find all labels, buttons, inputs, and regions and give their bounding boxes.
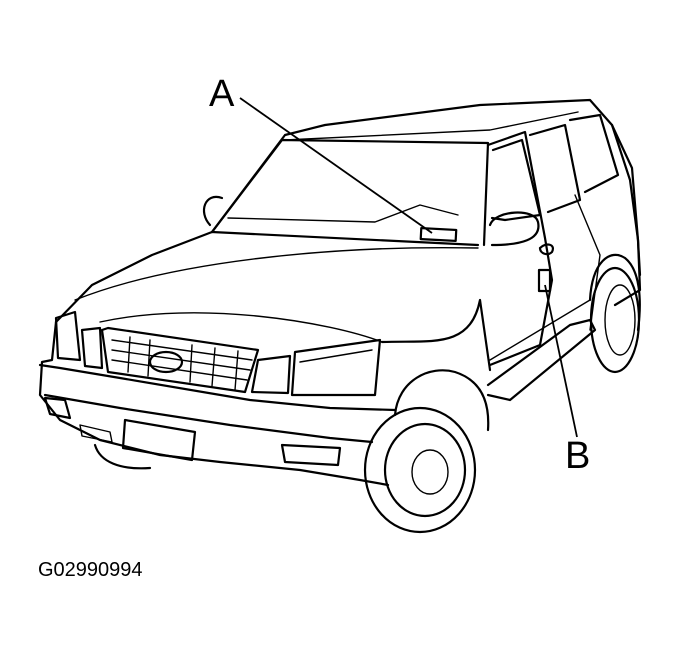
grille-bars (111, 336, 253, 391)
side-molding (489, 299, 591, 361)
left-mirror (202, 195, 224, 227)
wiper-cowl (227, 204, 459, 223)
rear-door-window (528, 123, 582, 214)
right-headlight-detail (299, 349, 373, 363)
right-mirror (488, 211, 540, 247)
callout-a: A (209, 73, 235, 115)
lower-bumper (43, 393, 374, 444)
rear-body (610, 123, 642, 307)
wheel-arch (393, 369, 490, 432)
callout-b: B (565, 435, 591, 477)
rear-wheel-arch (588, 253, 641, 332)
rear-quarter-window (568, 113, 620, 194)
left-fog-light (43, 396, 72, 420)
hood-crease (74, 246, 479, 301)
roof-outline (210, 98, 642, 277)
bumper (38, 363, 397, 412)
rear-door-line (574, 194, 601, 331)
hood-edge (54, 230, 214, 324)
door-handle (538, 243, 554, 256)
left-front-wheel (93, 443, 152, 470)
leader-line-a (239, 97, 433, 234)
grille (100, 326, 260, 394)
front-right-tire (363, 406, 477, 534)
hood-rear-edge (210, 230, 480, 247)
right-fog-light (280, 443, 342, 467)
front-door (486, 130, 554, 367)
label-b-location (537, 268, 552, 293)
front-right-rim (383, 422, 467, 518)
emblem (148, 350, 184, 374)
hood-front-line (99, 312, 383, 343)
air-dam (79, 424, 113, 443)
windshield (210, 138, 490, 247)
left-inner-light (80, 326, 104, 370)
left-headlight (54, 310, 82, 362)
right-headlight (290, 338, 382, 397)
rear-right-tire (589, 266, 641, 374)
front-door-window (490, 138, 542, 222)
license-plate-area (121, 418, 197, 462)
figure-id: G02990994 (38, 559, 143, 581)
roof-rail (284, 111, 579, 141)
front-fender (380, 298, 492, 372)
rear-right-rim (604, 284, 636, 356)
leader-line-b (544, 284, 578, 438)
front-right-hub (411, 449, 449, 495)
right-turn-signal (250, 354, 292, 395)
label-a-location (419, 227, 458, 243)
